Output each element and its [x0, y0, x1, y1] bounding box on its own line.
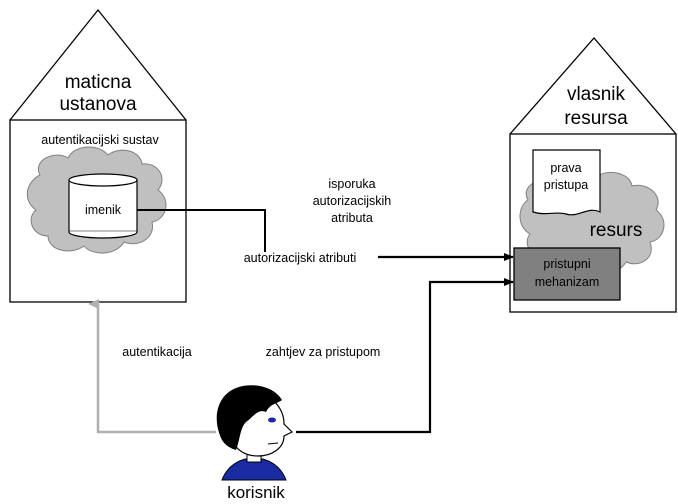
resource-owner-title-line1: vlasnik	[567, 84, 626, 105]
user-avatar-icon	[216, 385, 294, 481]
access-mechanism-box	[513, 247, 621, 301]
delivery-label-line3: atributa	[331, 211, 373, 225]
access-rights-label-line1: prava	[550, 161, 581, 175]
directory-label: imenik	[85, 203, 122, 217]
home-institution: maticna ustanova autentikacijski sustav …	[9, 8, 187, 303]
user-hair	[216, 385, 282, 450]
user-eye	[268, 417, 276, 423]
delivery-label-line1: isporuka	[328, 177, 375, 191]
resource-owner-roof	[509, 37, 677, 135]
user-label: korisnik	[227, 483, 285, 502]
authentication-label: autentikacija	[122, 345, 192, 359]
authorization-attributes-label: autorizacijski atributi	[244, 251, 357, 265]
access-request-arrow	[296, 278, 514, 434]
home-institution-title-line2: ustanova	[59, 94, 137, 115]
resource-label: resurs	[590, 220, 643, 241]
resource-owner: vlasnik resursa prava pristupa resurs pr…	[509, 37, 677, 313]
home-institution-title-line1: maticna	[65, 72, 132, 93]
authentication-arrow	[88, 299, 216, 434]
resource-owner-title-line2: resursa	[564, 108, 628, 129]
access-mechanism-label-line1: pristupni	[543, 257, 590, 271]
home-institution-roof	[9, 8, 187, 121]
auth-system-label: autentikacijski sustav	[41, 133, 159, 147]
directory-to-attributes-line	[137, 209, 266, 252]
access-mechanism-label-line2: mehanizam	[535, 275, 600, 289]
access-rights-label-line2: pristupa	[544, 178, 589, 192]
access-request-label: zahtjev za pristupom	[266, 345, 381, 359]
access-rights-document-icon	[532, 149, 601, 216]
directory-database-icon	[68, 173, 138, 239]
delivery-label-line2: autorizacijskih	[313, 194, 392, 208]
